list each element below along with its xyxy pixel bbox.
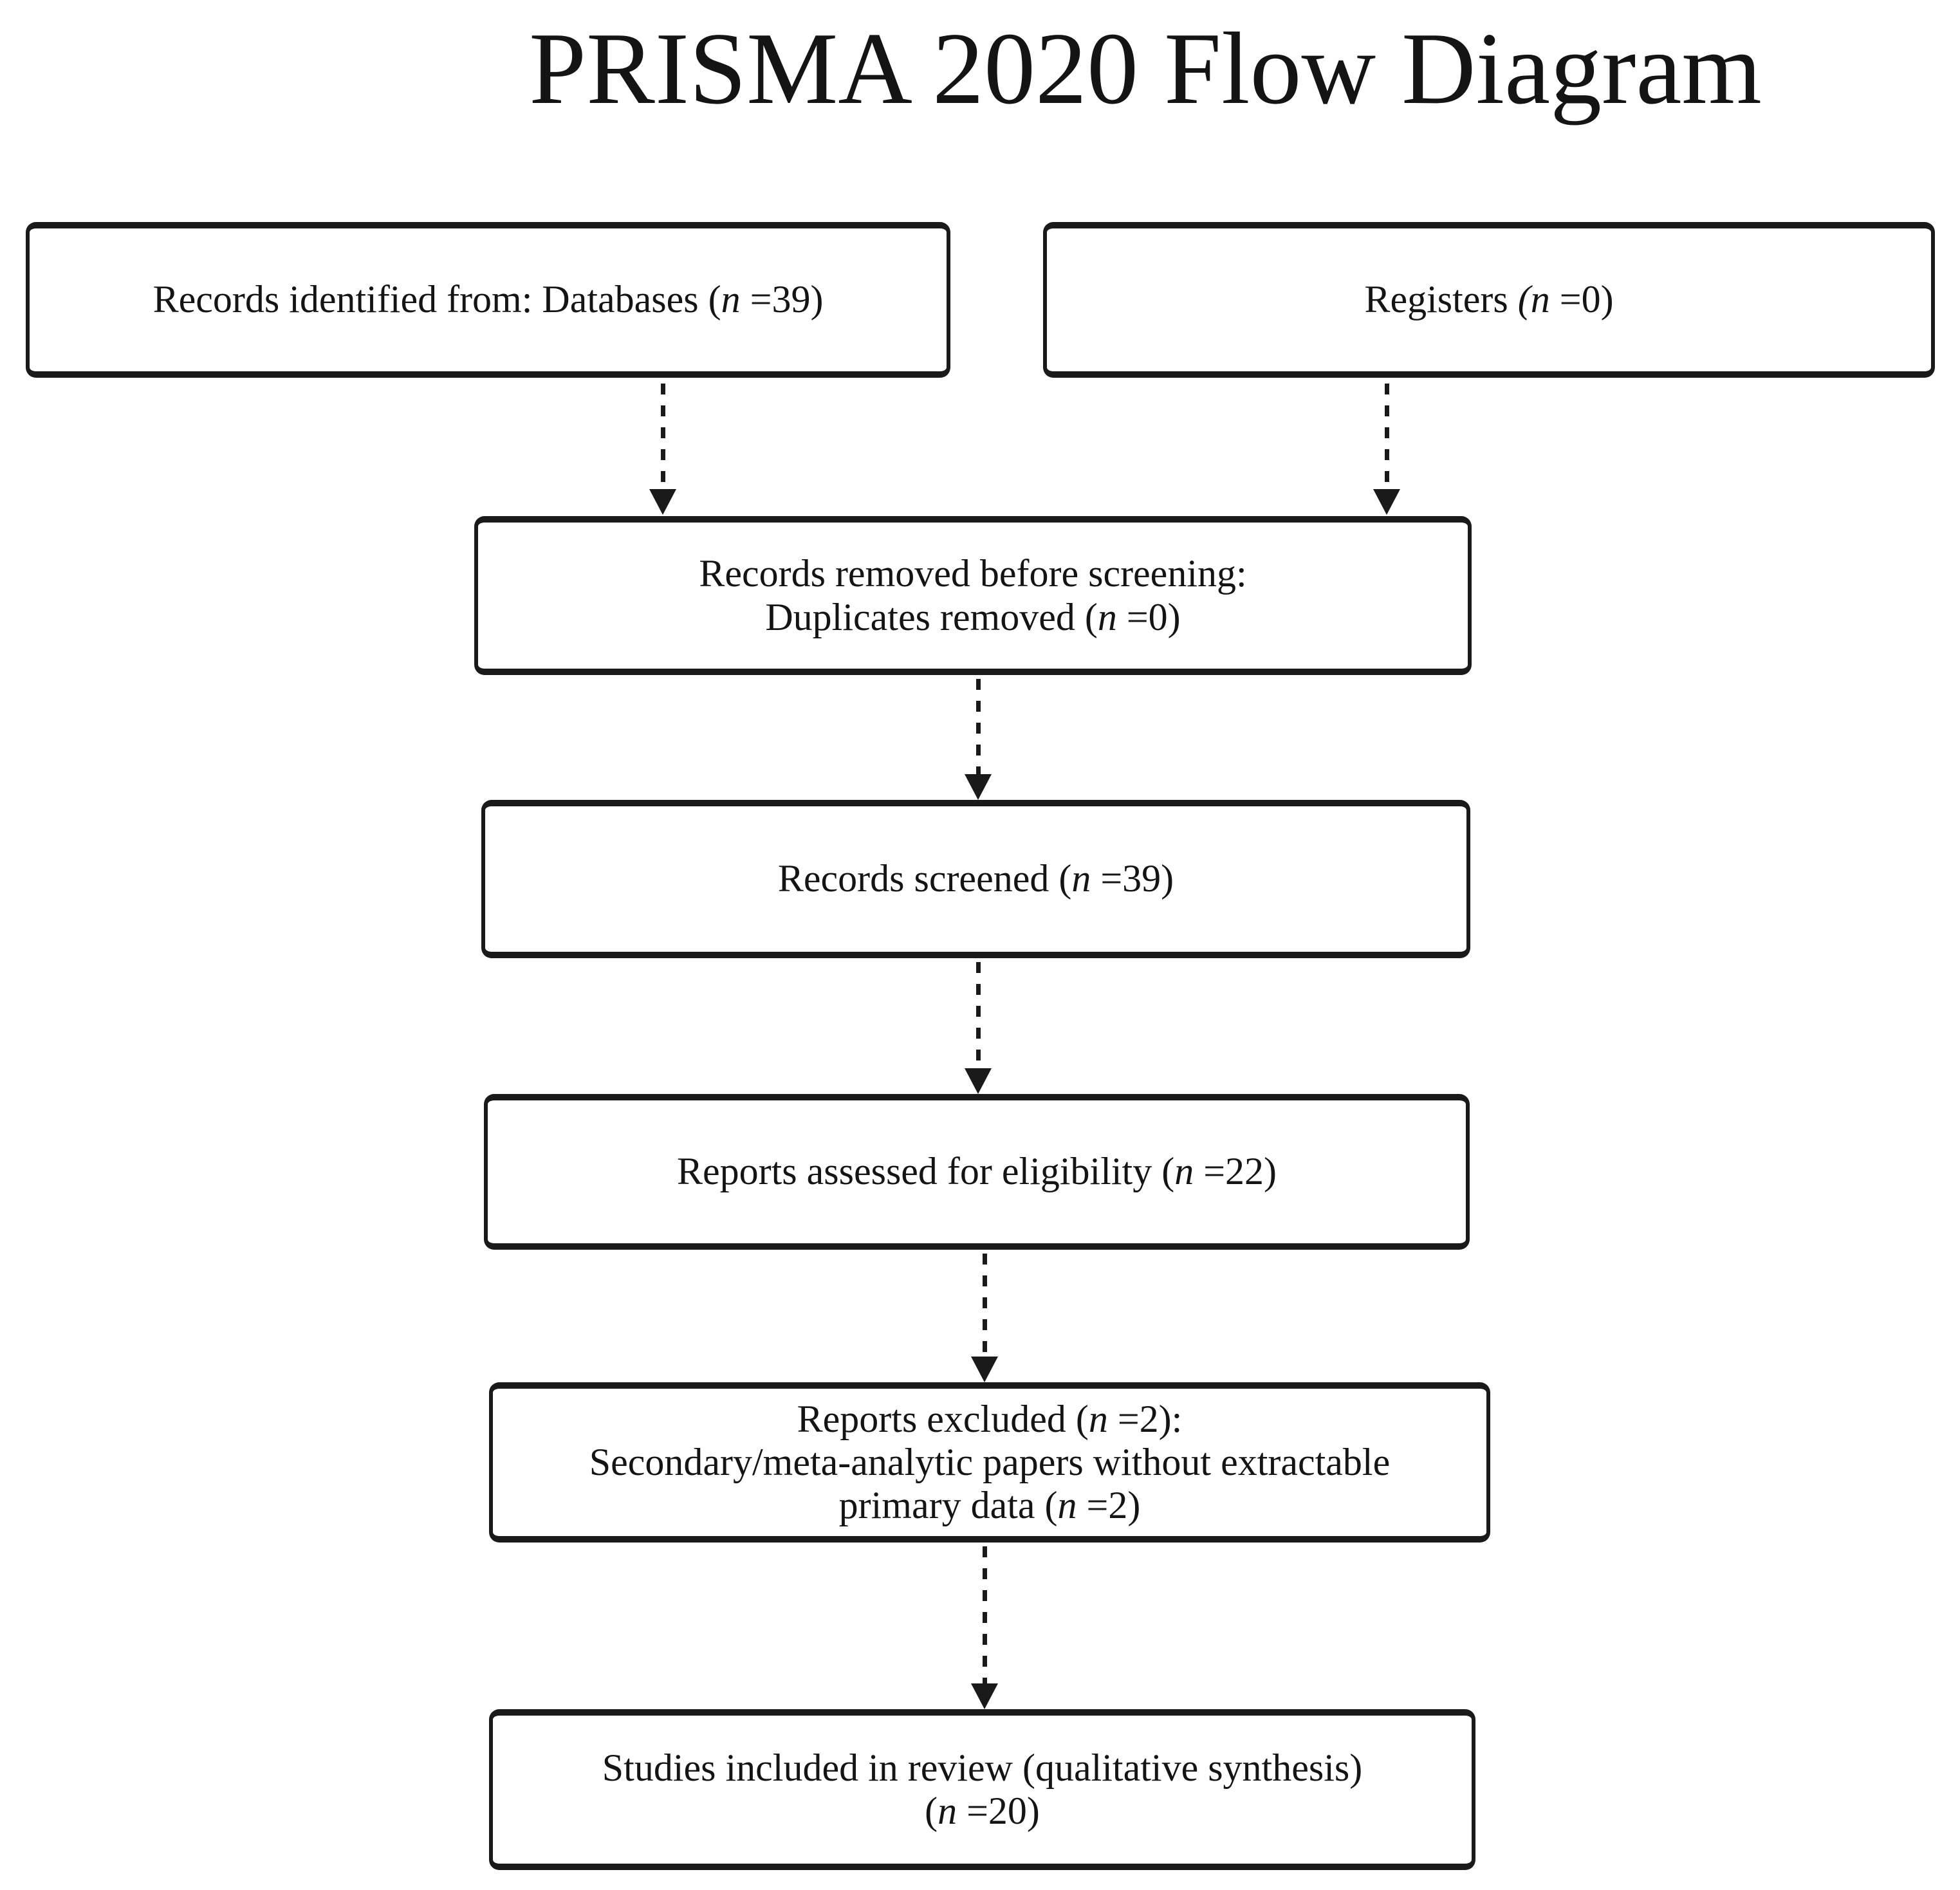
arrow-shaft	[982, 1254, 987, 1357]
flow-arrow-identified-to-removed	[649, 384, 677, 515]
text-segment: Records removed before screening:	[699, 552, 1247, 595]
diagram-title: PRISMA 2020 Flow Diagram	[529, 11, 1762, 125]
flow-box-records-identified: Records identified from: Databases (n =3…	[26, 222, 950, 378]
text-segment: Records identified from: Databases (	[153, 278, 721, 321]
flow-box-registers: Registers (n =0)	[1043, 222, 1935, 378]
arrow-head-icon	[1373, 489, 1400, 515]
arrow-head-icon	[971, 1683, 998, 1709]
text-segment: =2)	[1077, 1484, 1141, 1527]
n-italic: n	[1097, 595, 1117, 638]
flow-box-records-removed: Records removed before screening: Duplic…	[474, 516, 1472, 675]
flow-arrow-screened-to-assessed	[964, 962, 992, 1094]
n-italic: n	[1057, 1484, 1077, 1527]
box-text-line: Records identified from: Databases (n =3…	[153, 278, 824, 321]
text-segment: Records screened (	[777, 857, 1072, 900]
arrow-head-icon	[965, 1068, 992, 1094]
flow-arrow-assessed-to-excluded	[970, 1254, 999, 1382]
box-text-line: Records screened (n =39)	[778, 857, 1174, 900]
text-segment: =20)	[957, 1790, 1040, 1832]
arrow-shaft	[1384, 384, 1389, 489]
flow-box-records-screened: Records screened (n =39)	[481, 800, 1470, 958]
text-segment: Studies included in review (qualitative …	[602, 1746, 1363, 1789]
text-segment: =22)	[1194, 1150, 1277, 1193]
box-text-line: Registers (n =0)	[1364, 278, 1613, 321]
text-segment: =0)	[1549, 278, 1614, 321]
text-segment: Secondary/meta-analytic papers without e…	[589, 1440, 1391, 1483]
flow-box-reports-excluded: Reports excluded (n =2): Secondary/meta-…	[489, 1382, 1490, 1543]
arrow-shaft	[982, 1546, 987, 1683]
text-segment: =0)	[1116, 595, 1181, 638]
text-segment: =39)	[1091, 857, 1174, 900]
text-segment: primary data (	[838, 1484, 1058, 1527]
box-text-line: Secondary/meta-analytic papers without e…	[589, 1441, 1390, 1484]
n-italic: n	[721, 278, 741, 321]
box-text-line: Duplicates removed (n =0)	[765, 596, 1180, 639]
arrow-head-icon	[649, 489, 676, 515]
arrow-head-icon	[971, 1357, 998, 1382]
box-text-line: Reports excluded (n =2):	[797, 1398, 1183, 1441]
flow-box-reports-assessed: Reports assessed for eligibility (n =22)	[484, 1094, 1470, 1250]
text-segment: Reports excluded (	[797, 1397, 1089, 1440]
flow-box-studies-included: Studies included in review (qualitative …	[489, 1709, 1475, 1870]
flow-arrow-registers-to-removed	[1373, 384, 1401, 515]
box-text-line: Studies included in review (qualitative …	[602, 1746, 1362, 1790]
arrow-shaft	[660, 384, 665, 489]
box-text-line: Records removed before screening:	[699, 552, 1246, 595]
flow-arrow-excluded-to-included	[970, 1546, 999, 1709]
flow-arrow-removed-to-screened	[964, 679, 992, 800]
n-italic: (n	[1517, 278, 1550, 321]
text-segment: =2):	[1107, 1397, 1183, 1440]
arrow-head-icon	[965, 774, 992, 800]
n-italic: n	[1071, 857, 1091, 900]
arrow-shaft	[975, 679, 981, 774]
text-segment: (	[925, 1790, 938, 1832]
box-text-line: primary data (n =2)	[839, 1484, 1141, 1527]
n-italic: n	[1174, 1150, 1194, 1193]
n-italic: n	[1088, 1397, 1108, 1440]
text-segment: =39)	[740, 278, 824, 321]
box-text-line: (n =20)	[925, 1790, 1040, 1833]
arrow-shaft	[975, 962, 981, 1068]
box-text-line: Reports assessed for eligibility (n =22)	[677, 1150, 1277, 1193]
text-segment: Reports assessed for eligibility (	[676, 1150, 1175, 1193]
n-italic: n	[938, 1790, 957, 1832]
text-segment: Registers	[1364, 278, 1518, 321]
text-segment: Duplicates removed (	[765, 595, 1098, 638]
